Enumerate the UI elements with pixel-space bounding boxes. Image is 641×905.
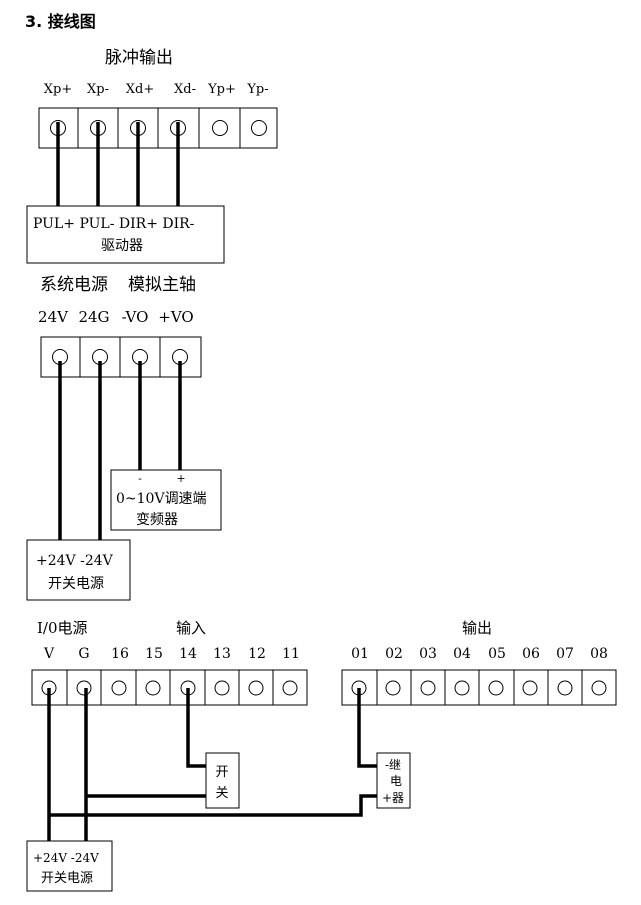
io-psu-voltage: +24V -24V [33,851,99,865]
io-wires [47,688,377,841]
power-pin-label: -VO [122,308,149,326]
terminal-circle [385,680,401,696]
input-pin-label: V [43,646,55,662]
pulse-pin-label: Yp- [246,82,268,97]
terminal-circle [522,680,538,696]
output-pin-label: 04 [453,646,471,662]
power-wires [58,361,182,540]
relay-label: 电 [390,774,402,788]
input-pin-label: 14 [179,646,197,662]
driver-box: PUL+ PUL- DIR+ DIR- 驱动器 [26,205,225,264]
pulse-output-title: 脉冲输出 [105,48,173,68]
pulse-pin-label: Xd- [174,82,196,97]
terminal-circle [145,680,161,696]
input-pin-label: 11 [282,646,300,662]
terminal-circle [76,680,92,696]
terminal-circle [214,680,230,696]
input-pin-label: G [78,646,89,662]
output-pin-label: 07 [556,646,574,662]
output-pin-label: 01 [351,646,369,662]
switch-box: 开 关 [205,752,240,809]
terminal-circle [111,680,127,696]
output-pin-label: 08 [590,646,608,662]
output-pin-label: 02 [385,646,403,662]
terminal-circle [251,120,267,136]
output-pin-label: 06 [522,646,540,662]
terminal-circle [454,680,470,696]
switch-label: 开 [215,765,228,780]
output-title: 输出 [462,619,492,637]
input-pin-label: 16 [111,646,129,662]
terminal-circle [420,680,436,696]
pulse-wires [56,122,180,206]
io-power-title: I/0电源 [37,619,88,637]
input-pin-label: 15 [145,646,163,662]
driver-label: 驱动器 [101,238,143,254]
output-terminal-block [341,669,617,706]
io-psu-label: 开关电源 [41,871,93,886]
inverter-plus: + [176,472,185,485]
terminal-circle [557,680,573,696]
pulse-pin-label: Xd+ [126,82,154,97]
input-pin-label: 12 [248,646,266,662]
relay-box: -继 电 +器 [376,752,411,809]
switching-psu-box: +24V -24V 开关电源 [26,539,131,601]
inverter-label: 变频器 [136,512,178,528]
input-pin-label: 13 [213,646,231,662]
terminal-circle [212,120,228,136]
power-pin-label: 24G [78,308,109,326]
switch-label: 关 [215,786,228,801]
terminal-circle [591,680,607,696]
power-pin-label: +VO [158,308,193,326]
inverter-box: - + 0~10V调速端 变频器 [110,469,222,531]
pulse-pin-label: Xp- [87,82,109,97]
terminal-circle [488,680,504,696]
io-psu-box: +24V -24V 开关电源 [26,840,113,892]
input-terminal-block [31,669,308,706]
relay-label: +器 [382,791,404,805]
inverter-minus: - [138,472,142,485]
output-pin-label: 03 [419,646,437,662]
terminal-circle [248,680,264,696]
inverter-speed-terminal: 0~10V调速端 [116,491,207,507]
section-title: 3. 接线图 [25,12,96,31]
pulse-pin-label: Xp+ [44,82,72,97]
terminal-circle [282,680,298,696]
psu-label: 开关电源 [48,576,104,592]
power-pin-label: 24V [38,308,69,326]
driver-pins: PUL+ PUL- DIR+ DIR- [33,216,195,232]
input-title: 输入 [176,619,206,637]
power-terminal-block [40,336,202,378]
pulse-terminal-block [38,107,278,149]
system-power-title: 系统电源 [40,275,108,295]
analog-spindle-title: 模拟主轴 [128,275,196,295]
output-pin-label: 05 [488,646,506,662]
psu-voltage: +24V -24V [36,553,114,569]
relay-label: -继 [385,758,401,772]
pulse-pin-label: Yp+ [207,82,236,97]
